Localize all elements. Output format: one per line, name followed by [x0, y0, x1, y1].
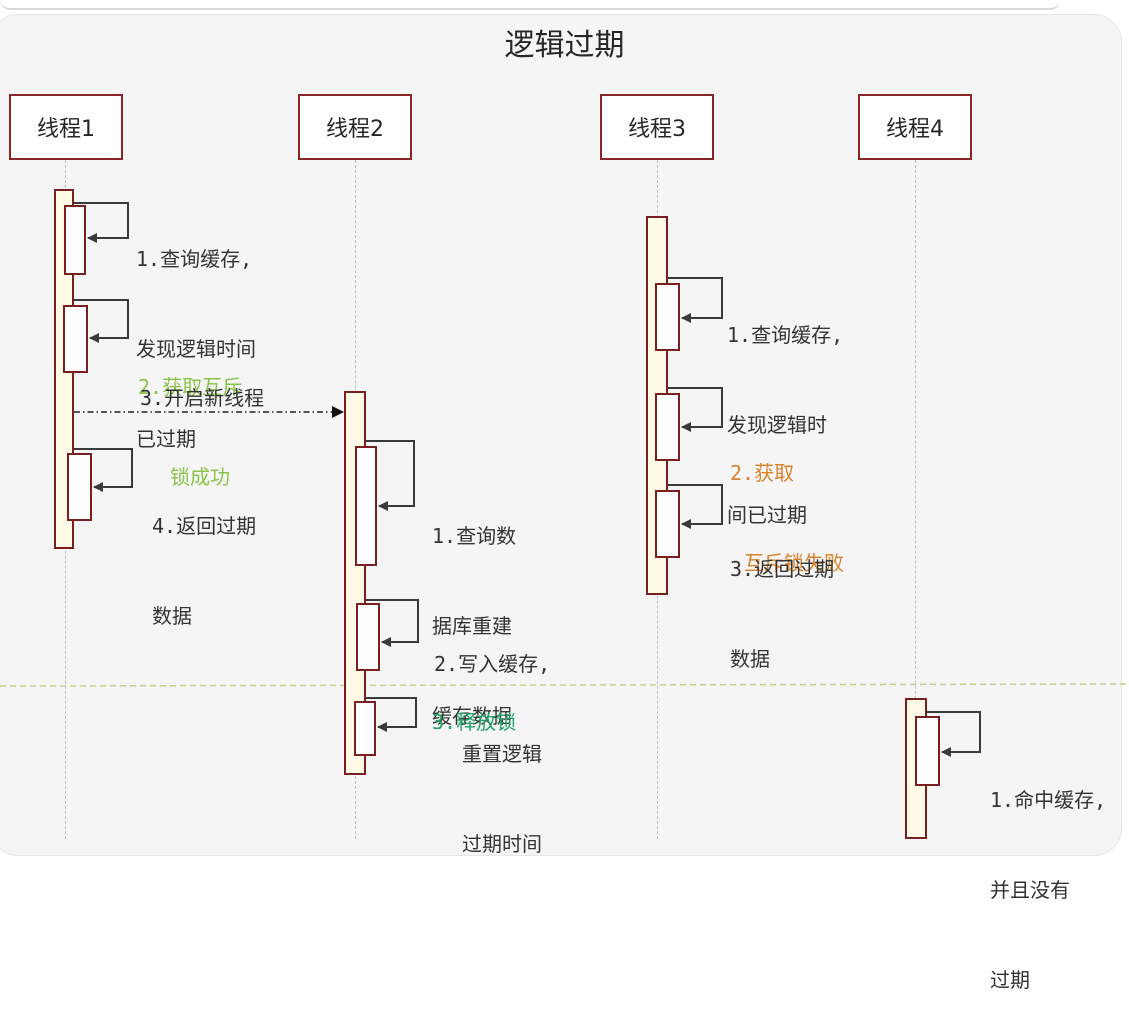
t2-write-activation: [356, 603, 380, 671]
t3-query-self-arrow: [668, 277, 723, 323]
t4-hit-activation: [915, 716, 940, 786]
t1-query-self-arrow: [74, 202, 129, 243]
arrows-svg: [74, 202, 981, 757]
t2-db-self-arrow: [366, 440, 415, 511]
t1-lock-self-arrow: [74, 299, 129, 343]
thread-4-lifeline: [915, 160, 916, 839]
t3-return-label: 3.返回过期 数据: [730, 557, 835, 671]
t3-lock-self-arrow: [668, 387, 723, 432]
thread-1-box: 线程1: [9, 94, 123, 160]
t1-return-label: 4.返回过期 数据: [152, 514, 257, 628]
diagram-title: 逻辑过期: [504, 28, 625, 63]
t1-start-thread-label: 3.开启新线程: [140, 386, 265, 410]
window-top-edge: [0, 0, 1060, 10]
t4-hit-label: 1.命中缓存, 并且没有 过期: [990, 788, 1107, 992]
t1-return-activation: [67, 453, 92, 521]
t2-db-activation: [355, 446, 377, 566]
thread-3-box: 线程3: [600, 94, 714, 160]
thread-2-box: 线程2: [298, 94, 412, 160]
t2-write-label: 2.写入缓存, 重置逻辑 过期时间: [434, 652, 551, 856]
t3-query-label: 1.查询缓存, 发现逻辑时 间已过期: [727, 323, 844, 527]
thread-4-box: 线程4: [858, 94, 972, 160]
t1-query-activation: [64, 205, 86, 275]
t3-lock-label: 2.获取 互斥锁失败: [730, 461, 844, 575]
t2-release-activation: [354, 701, 376, 756]
divider-svg: [0, 683, 1129, 687]
t4-hit-self-arrow: [927, 711, 981, 757]
t2-write-self-arrow: [366, 599, 419, 647]
t1-return-self-arrow: [74, 448, 133, 492]
t2-release-self-arrow: [366, 697, 417, 732]
phase-divider: [0, 683, 1129, 687]
t1-lock-label: 2.获取互斥 锁成功: [138, 375, 243, 489]
t1-query-label: 1.查询缓存, 发现逻辑时间 已过期: [136, 247, 256, 451]
t3-query-activation: [655, 283, 680, 351]
t3-return-activation: [655, 490, 680, 558]
t2-release-label: 3.释放锁: [432, 710, 517, 734]
t3-return-self-arrow: [668, 484, 723, 529]
t2-db-label: 1.查询数 据库重建 缓存数据: [432, 524, 517, 728]
t3-lock-activation: [655, 393, 680, 461]
t1-lock-activation: [63, 305, 88, 373]
